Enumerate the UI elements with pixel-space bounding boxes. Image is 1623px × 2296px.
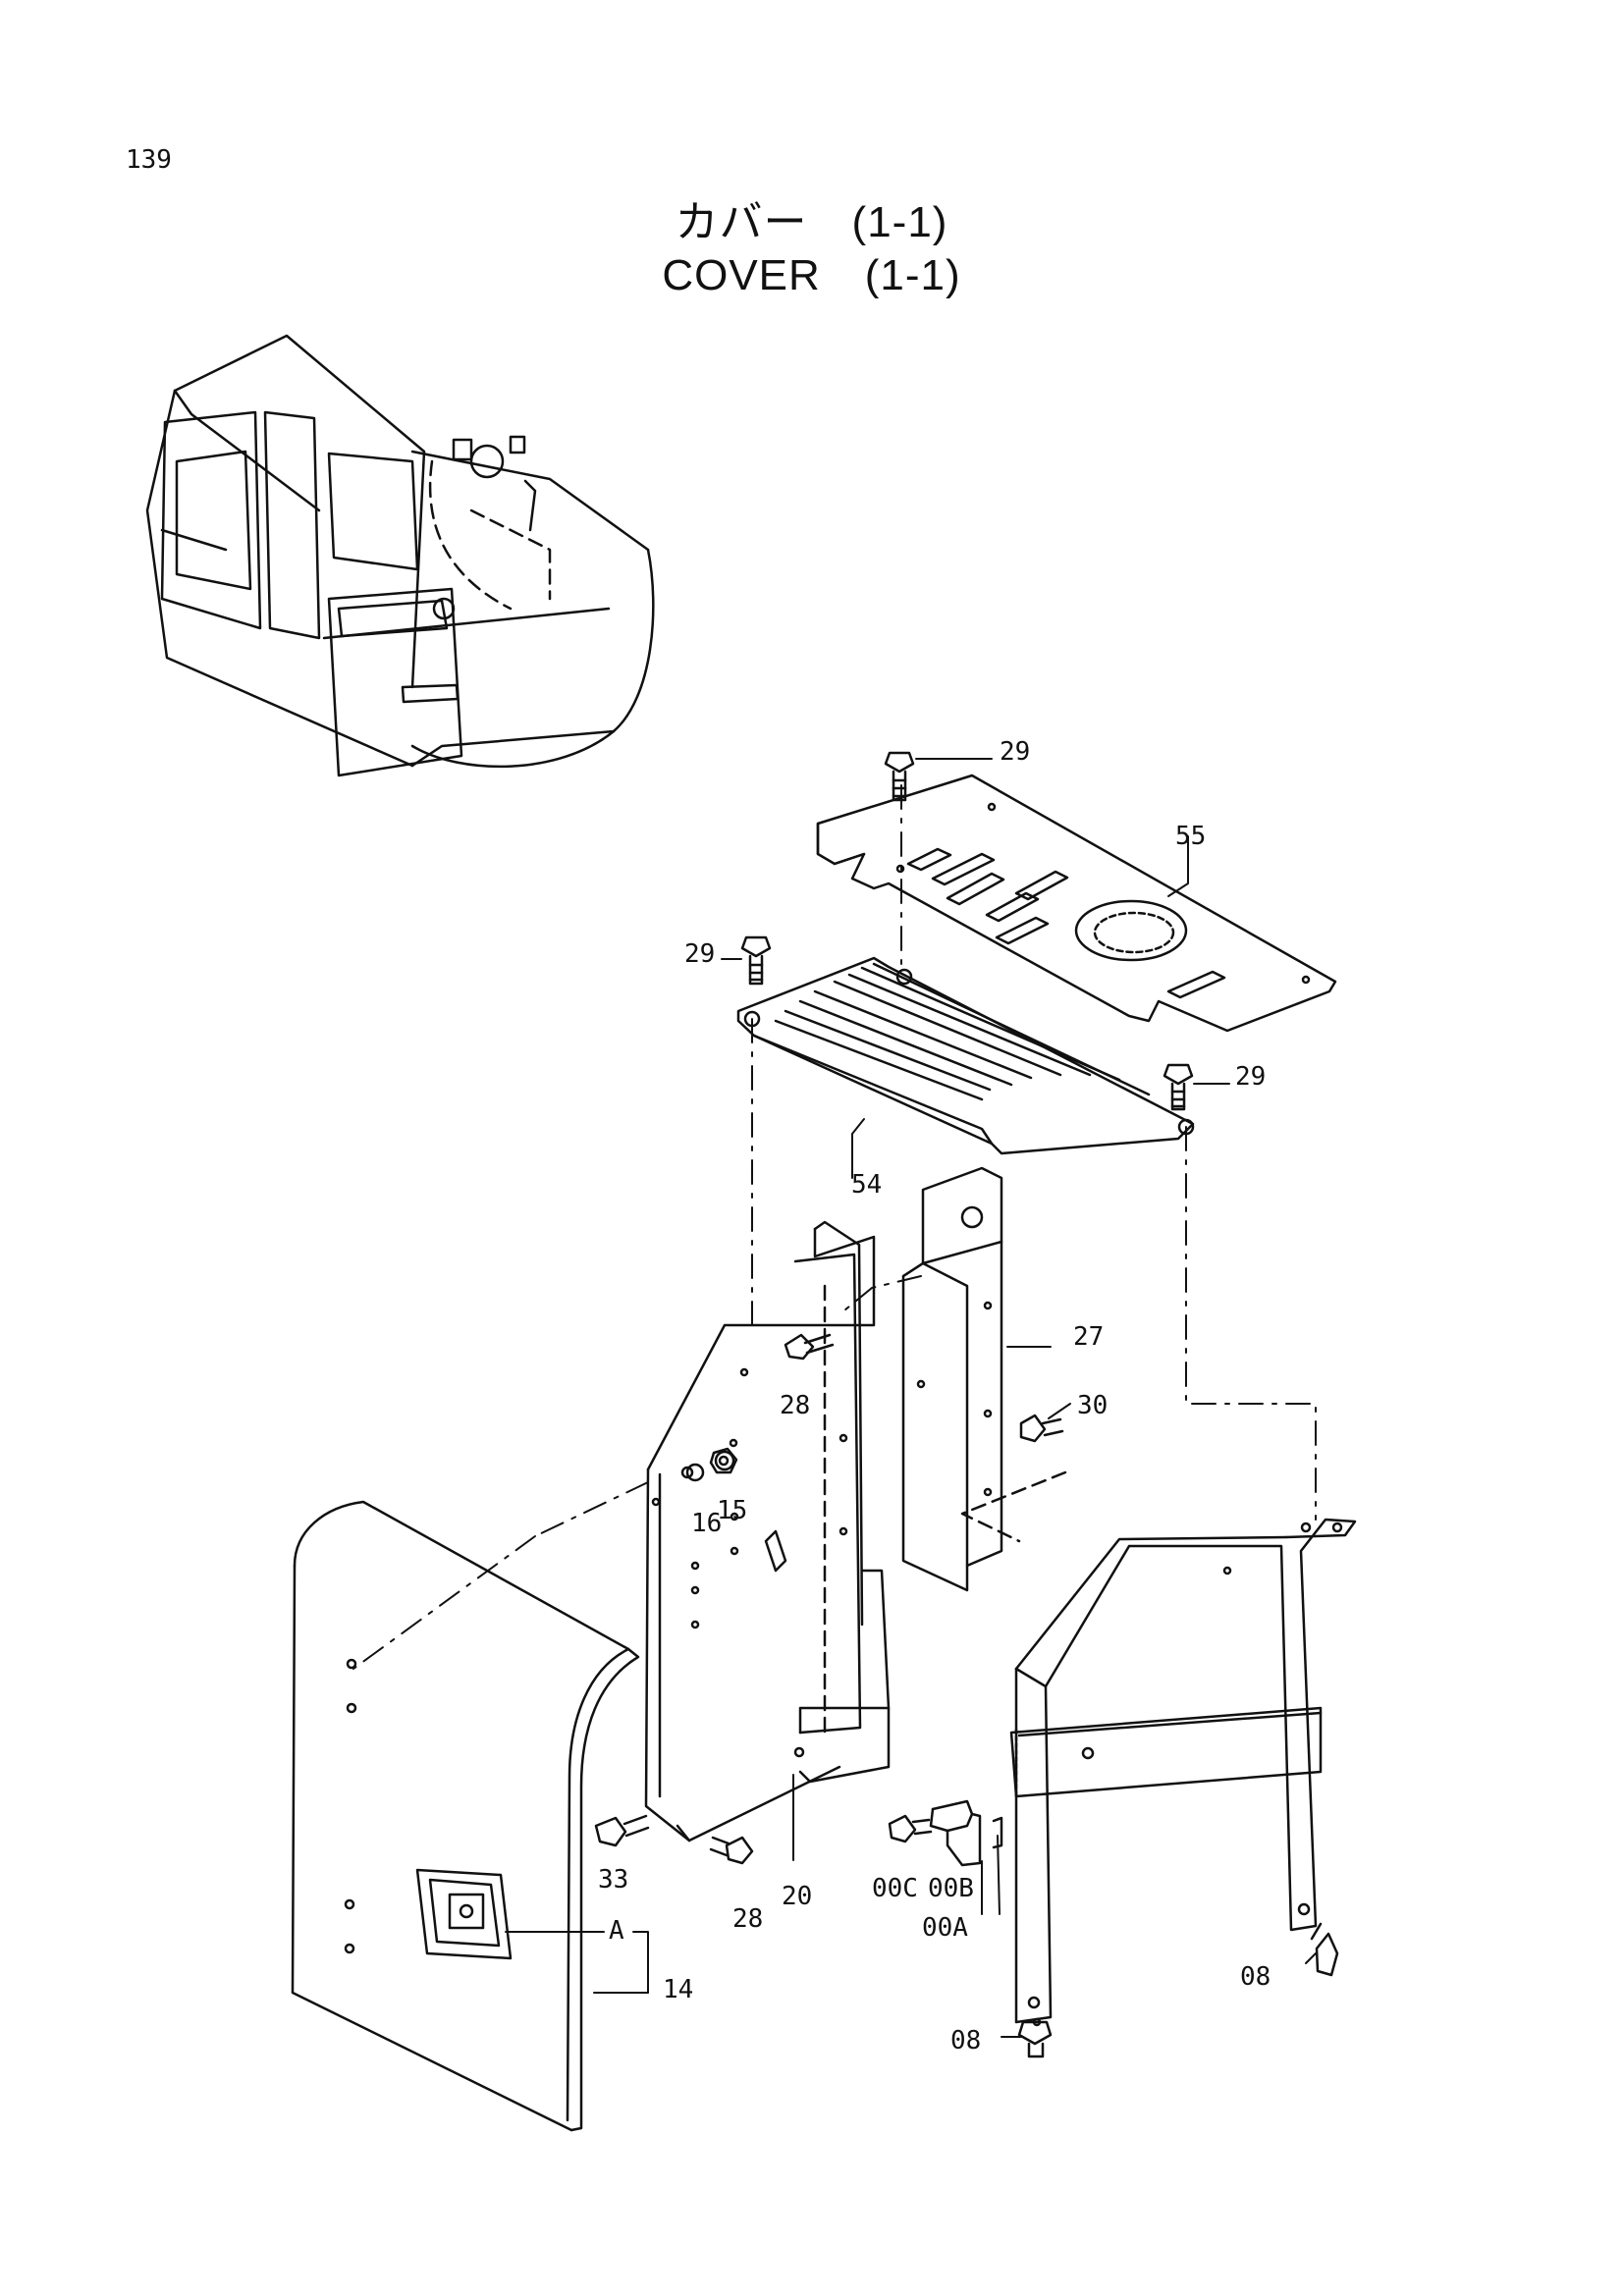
bolt-30: [1019, 1414, 1064, 1443]
bolt-08-right: [1310, 1922, 1339, 1977]
callout-14: 14: [663, 1975, 693, 2004]
callout-33: 33: [598, 1865, 628, 1895]
latch-00B: [929, 1799, 1003, 1867]
bolt-29-right: [1163, 1063, 1194, 1111]
callout-27: 27: [1073, 1322, 1104, 1352]
callout-00C: 00C: [872, 1874, 918, 1903]
bracket-27: [901, 1166, 1067, 1592]
callout-labels: 29 55 29 29 54 27 30 28 16 15 33 28 20 A…: [598, 737, 1271, 2056]
callout-54: 54: [851, 1170, 882, 1200]
bolt-00C: [888, 1814, 933, 1843]
page-title-english: COVER (1-1): [662, 251, 961, 299]
bolt-33: [594, 1814, 650, 1847]
washer-16: [685, 1463, 705, 1482]
callout-08: 08: [1240, 1962, 1271, 1992]
callout-28: 28: [780, 1391, 810, 1420]
callout-29: 29: [1000, 737, 1030, 767]
assembly-dashed-lines: [352, 784, 1317, 1670]
bolt-29-top: [884, 751, 915, 802]
nut-15: [709, 1447, 738, 1474]
callout-29: 29: [684, 939, 715, 969]
callout-15: 15: [717, 1496, 747, 1525]
callout-28: 28: [732, 1904, 763, 1934]
callout-A: A: [609, 1916, 624, 1946]
step-plate: [736, 956, 1195, 1155]
bolt-28-lower: [709, 1836, 754, 1865]
callout-29: 29: [1235, 1062, 1266, 1092]
callout-16: 16: [691, 1509, 722, 1538]
page-title-japanese: カバー (1-1): [675, 198, 948, 246]
callout-30: 30: [1077, 1391, 1108, 1420]
callout-20: 20: [782, 1882, 812, 1911]
leader-lines: [505, 758, 1317, 2038]
excavator-overview-illustration: [145, 334, 655, 777]
bolt-29-left: [740, 935, 772, 986]
page-number: 139: [126, 145, 172, 175]
handrail-frame: [1009, 1518, 1357, 2024]
callout-08: 08: [950, 2026, 981, 2056]
bolt-08-left: [1017, 2017, 1053, 2058]
callout-00A: 00A: [922, 1913, 968, 1943]
side-frame-20: [644, 1220, 891, 1842]
callout-55: 55: [1175, 822, 1206, 851]
top-cover-plate: [816, 774, 1337, 1033]
side-door-panel: [291, 1500, 640, 2132]
callout-00B: 00B: [928, 1874, 974, 1903]
bolt-28-upper: [784, 1333, 835, 1361]
